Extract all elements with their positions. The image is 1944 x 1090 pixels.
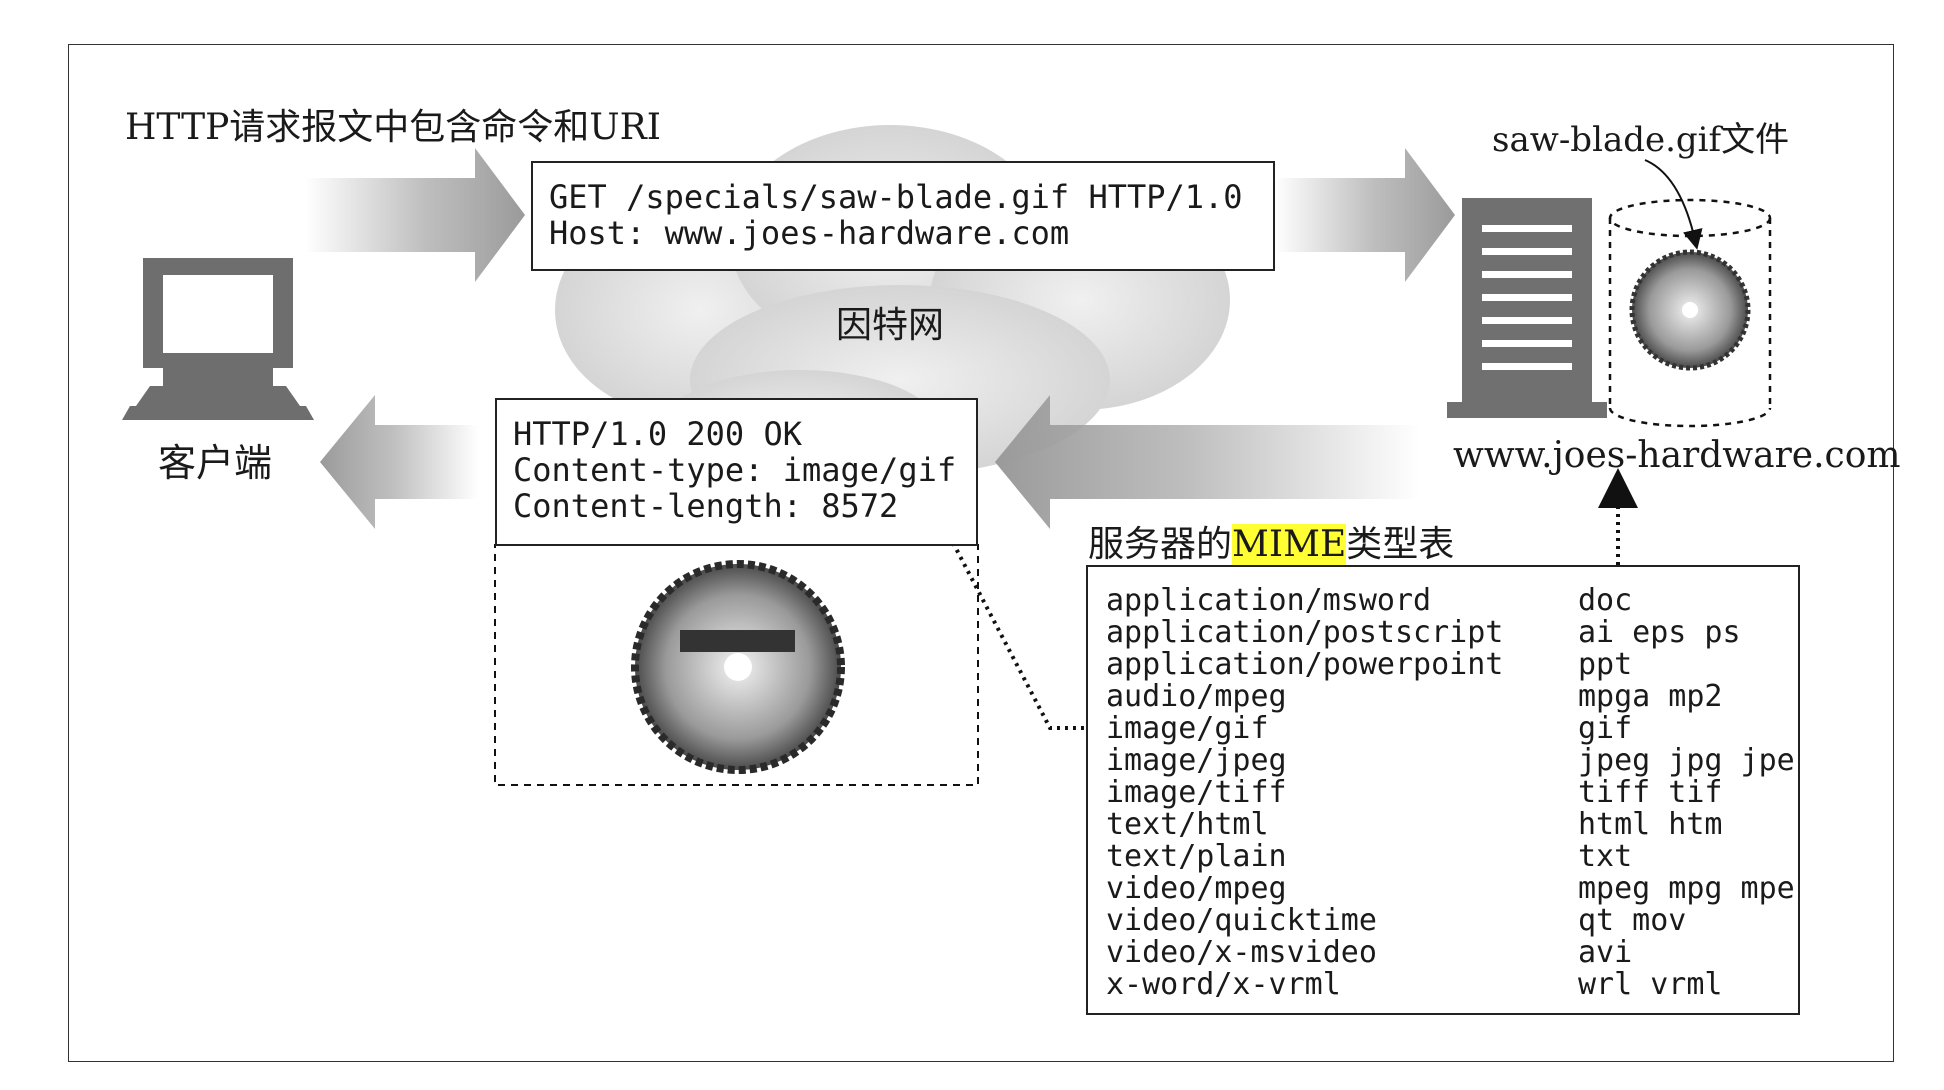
- response-line-1: HTTP/1.0 200 OK: [513, 415, 802, 453]
- mime-type-cell: image/gif: [1106, 711, 1269, 746]
- mime-title-prefix: 服务器的: [1088, 524, 1233, 565]
- mime-table-row: application/msword doc: [1106, 585, 1798, 617]
- mime-table-row: video/x-msvideo avi: [1106, 937, 1798, 969]
- request-message-box: GET /specials/saw-blade.gif HTTP/1.0 Hos…: [531, 161, 1275, 271]
- response-arrow-left: [320, 395, 478, 529]
- request-arrow-right: [1275, 148, 1455, 282]
- diagram-frame: [68, 44, 1894, 1062]
- mime-table-row: video/quicktime qt mov: [1106, 905, 1798, 937]
- mime-extension-cell: tiff tif: [1578, 775, 1723, 810]
- mime-title-suffix: 类型表: [1346, 524, 1455, 565]
- mime-table-row: video/mpeg mpeg mpg mpe: [1106, 873, 1798, 905]
- mime-table-title: 服务器的MIME类型表: [1088, 515, 1454, 567]
- request-caption: HTTP请求报文中包含命令和URI: [125, 107, 661, 148]
- response-line-2: Content-type: image/gif: [513, 451, 957, 489]
- mime-extension-cell: mpga mp2: [1578, 679, 1723, 714]
- server-tower-icon: [1447, 198, 1607, 418]
- saw-blade-response-icon: [631, 560, 845, 774]
- mime-extension-cell: html htm: [1578, 807, 1723, 842]
- mime-type-cell: text/plain: [1106, 839, 1287, 874]
- request-line-1: GET /specials/saw-blade.gif HTTP/1.0: [549, 178, 1243, 216]
- mime-type-cell: x-word/x-vrml: [1106, 967, 1341, 1002]
- mime-table-row: application/powerpoint ppt: [1106, 649, 1798, 681]
- mime-extension-cell: mpeg mpg mpe: [1578, 871, 1795, 906]
- mime-table-row: text/plain txt: [1106, 841, 1798, 873]
- mime-extension-cell: ai eps ps: [1578, 615, 1741, 650]
- mime-lookup-arrow: [930, 500, 1108, 730]
- mime-table-row: image/gif gif: [1106, 713, 1798, 745]
- mime-table-row: text/html html htm: [1106, 809, 1798, 841]
- mime-type-cell: text/html: [1106, 807, 1269, 842]
- mime-extension-cell: qt mov: [1578, 903, 1687, 938]
- mime-type-cell: audio/mpeg: [1106, 679, 1287, 714]
- mime-extension-cell: gif: [1578, 711, 1633, 746]
- internet-label: 因特网: [836, 305, 945, 346]
- mime-type-cell: application/powerpoint: [1106, 647, 1504, 682]
- mime-type-cell: image/jpeg: [1106, 743, 1287, 778]
- client-label: 客户端: [158, 441, 273, 485]
- request-line-2: Host: www.joes-hardware.com: [549, 214, 1070, 252]
- mime-type-cell: video/mpeg: [1106, 871, 1287, 906]
- mime-extension-cell: jpeg jpg jpe: [1578, 743, 1795, 778]
- response-line-3: Content-length: 8572: [513, 487, 899, 525]
- mime-type-cell: image/tiff: [1106, 775, 1287, 810]
- mime-table-row: image/jpeg jpeg jpg jpe: [1106, 745, 1798, 777]
- mime-extension-cell: wrl vrml: [1578, 967, 1723, 1002]
- mime-type-cell: video/quicktime: [1106, 903, 1377, 938]
- client-computer-icon: [122, 258, 314, 420]
- mime-type-cell: video/x-msvideo: [1106, 935, 1377, 970]
- mime-extension-cell: ppt: [1578, 647, 1633, 682]
- mime-table-row: image/tiff tiff tif: [1106, 777, 1798, 809]
- file-label: saw-blade.gif文件: [1492, 120, 1790, 160]
- response-message-box: HTTP/1.0 200 OK Content-type: image/gif …: [495, 398, 978, 546]
- saw-blade-stored-icon: [1629, 249, 1751, 371]
- mime-table-row: audio/mpeg mpga mp2: [1106, 681, 1798, 713]
- file-pointer-arrow: [1644, 159, 1703, 250]
- mime-title-highlight: MIME: [1232, 524, 1347, 565]
- mime-extension-cell: txt: [1578, 839, 1633, 874]
- response-arrow-right: [995, 395, 1420, 529]
- server-host-label: www.joes-hardware.com: [1453, 435, 1901, 476]
- mime-table-row: x-word/x-vrml wrl vrml: [1106, 969, 1798, 1001]
- mime-type-cell: application/postscript: [1106, 615, 1504, 650]
- mime-extension-cell: avi: [1578, 935, 1633, 970]
- mime-extension-cell: doc: [1578, 583, 1633, 618]
- mime-type-cell: application/msword: [1106, 583, 1432, 618]
- mime-table-row: application/postscript ai eps ps: [1106, 617, 1798, 649]
- request-arrow-left: [305, 148, 525, 282]
